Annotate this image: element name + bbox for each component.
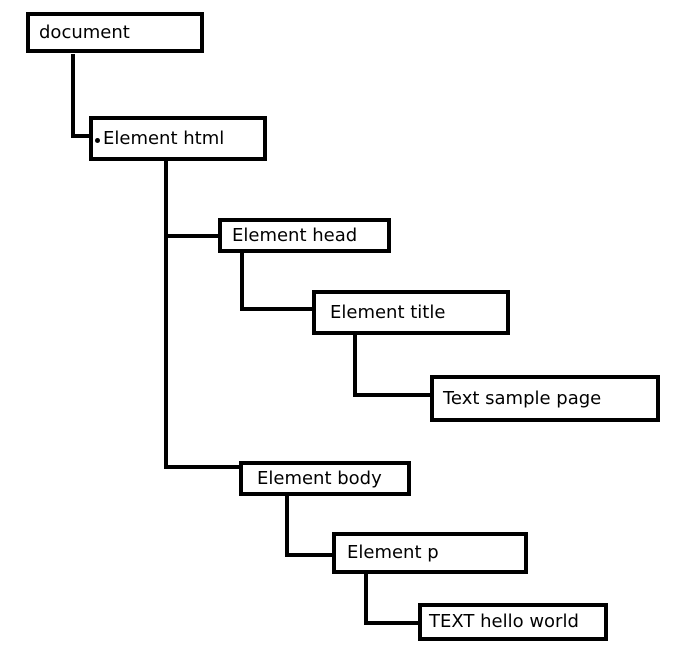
node-element-html: Element html [89,116,267,161]
connector-document-html [71,54,94,138]
node-document-label: document [39,21,130,43]
node-element-title-label: Element title [330,301,446,323]
node-element-body: Element body [239,461,411,496]
node-element-p: Element p [332,532,528,574]
node-element-title: Element title [312,290,510,335]
node-element-body-label: Element body [257,467,382,489]
node-text-sample-page-label: Text sample page [443,387,602,409]
node-text-hello-world: TEXT hello world [418,603,608,641]
node-element-html-dot [95,138,100,143]
connector-p-text [364,570,422,625]
connector-head-title [240,249,316,311]
node-document: document [26,12,204,53]
connector-title-text [353,331,434,397]
node-text-hello-world-label: TEXT hello world [429,611,579,632]
node-text-sample-page: Text sample page [430,375,660,422]
node-element-p-label: Element p [347,542,439,563]
node-element-head: Element head [218,218,391,253]
connector-body-p [285,492,336,557]
node-element-head-label: Element head [232,224,358,246]
node-element-html-label: Element html [103,127,225,149]
